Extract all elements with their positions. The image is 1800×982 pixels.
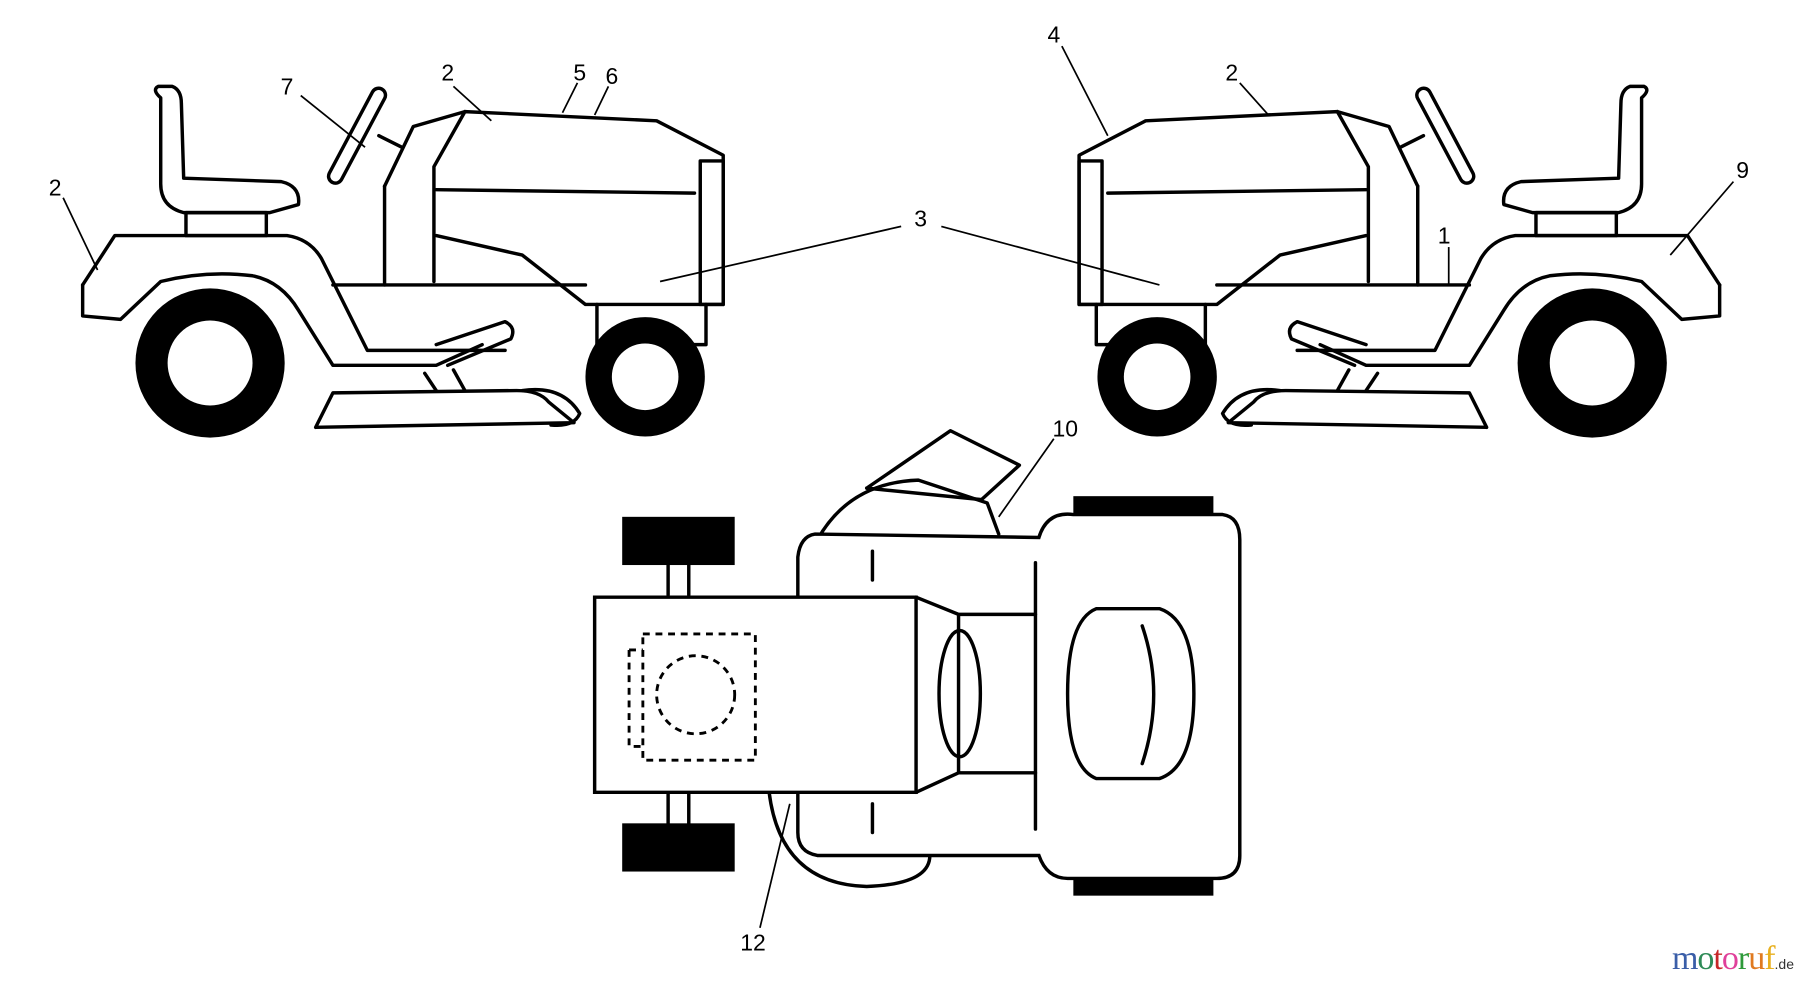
callout-7: 7 [281, 73, 294, 99]
callout-3: 3 [914, 205, 927, 231]
callout-4: 4 [1047, 22, 1060, 48]
right-side-view [1077, 84, 1722, 440]
callout-9: 9 [1736, 157, 1749, 183]
callout-1: 1 [1438, 223, 1451, 249]
callout-2-left-hood: 2 [441, 60, 454, 86]
leader-lines [62, 45, 1735, 928]
watermark-letter: o [1697, 940, 1714, 977]
callout-12: 12 [740, 930, 766, 956]
watermark-logo: motoruf.de [1672, 940, 1794, 978]
watermark-letter: u [1748, 940, 1765, 977]
left-side-view [80, 84, 725, 440]
callout-2-right-hood: 2 [1225, 60, 1238, 86]
callout-10: 10 [1053, 415, 1079, 441]
callout-6: 6 [605, 63, 618, 89]
top-view [592, 429, 1242, 896]
watermark-suffix: .de [1774, 956, 1794, 972]
callout-2-left-fender: 2 [49, 174, 62, 200]
watermark-letter: o [1721, 940, 1739, 977]
watermark-letter: t [1713, 940, 1723, 977]
watermark-letter: m [1671, 940, 1698, 977]
callout-5: 5 [573, 60, 586, 86]
watermark-letter: f [1764, 940, 1775, 977]
watermark-letter: r [1737, 940, 1749, 977]
